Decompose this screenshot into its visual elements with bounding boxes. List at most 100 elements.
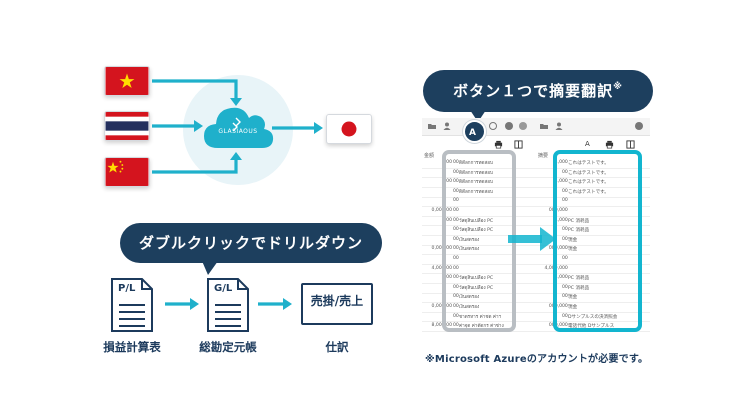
translate-icon: A bbox=[469, 128, 476, 138]
right-code: 00 bbox=[562, 284, 568, 290]
right-description: PC 消耗品 bbox=[568, 285, 590, 291]
right-column-header: 摘要 bbox=[538, 153, 549, 159]
original-text-highlight bbox=[442, 150, 516, 332]
right-description: これはテストです。 bbox=[568, 180, 609, 186]
azure-footnote: ※Microsoft Azureのアカウントが必要です。 bbox=[425, 354, 649, 365]
left-amount: 0,000,00 bbox=[431, 208, 452, 213]
gl-document-caption: 総勘定元帳 bbox=[199, 340, 257, 354]
left-code: 00 bbox=[453, 246, 459, 252]
journal-ledger-icon bbox=[301, 283, 373, 325]
right-code: 00 bbox=[562, 198, 568, 204]
right-amount: 1,0 bbox=[554, 217, 562, 223]
user-icon-right[interactable] bbox=[554, 121, 564, 131]
right-code: 00 bbox=[562, 265, 568, 271]
journal-ledger-label: 売掛/売上 bbox=[310, 294, 364, 308]
left-code: 00 bbox=[453, 208, 459, 213]
left-description: ดิตีลกการทดสอบ bbox=[459, 170, 493, 176]
left-amount: 1,00 bbox=[441, 179, 452, 185]
right-description: これはテストです。 bbox=[568, 161, 609, 166]
translate-arrow bbox=[508, 227, 556, 251]
left-column-header: 金額 bbox=[424, 153, 435, 159]
right-code: 00 bbox=[562, 169, 568, 175]
left-description: วัสดุสิ้นเปลือง PC bbox=[459, 285, 494, 291]
right-code: 00 bbox=[562, 227, 568, 233]
left-amount: 1,00 bbox=[441, 160, 452, 165]
left-description: ค่าจุด ค่าดัดกร ค่าช่าง bbox=[459, 324, 504, 330]
left-code: 00 bbox=[453, 188, 459, 194]
left-amount: 0,000,00 bbox=[431, 304, 452, 309]
left-amount: 0,000,00 bbox=[431, 246, 452, 252]
left-description: วัสดุสิ้นเปลือง PC bbox=[459, 228, 494, 234]
right-description: 電話代他 Dサンプルス bbox=[568, 324, 615, 330]
help-icon-right[interactable] bbox=[634, 121, 644, 131]
left-code: 00 bbox=[453, 217, 459, 223]
left-code: 00 bbox=[453, 304, 459, 309]
left-code: 00 bbox=[453, 284, 459, 290]
translate-icon-right[interactable]: A bbox=[585, 138, 595, 148]
left-description: ดิตีลกการทดสอบ bbox=[459, 180, 493, 186]
translated-text-highlight bbox=[553, 150, 642, 332]
drilldown-callout: ダブルクリックでドリルダウン bbox=[120, 223, 382, 263]
right-amount: 1,0 bbox=[554, 275, 562, 281]
left-code: 00 bbox=[453, 323, 459, 329]
product-logo-text: GLASIAOUS bbox=[218, 128, 258, 135]
left-description: ดิตีลกการทดสอบ bbox=[459, 189, 493, 195]
help-icon[interactable] bbox=[504, 121, 514, 131]
right-description: これはテストです。 bbox=[568, 189, 609, 195]
left-description: ชาดรหาร ค่าชด ค่าฯ bbox=[459, 314, 502, 320]
left-code: 00 bbox=[453, 236, 459, 242]
ledger-toolbar bbox=[422, 118, 650, 136]
translate-button[interactable]: A bbox=[463, 120, 486, 143]
folder-icon[interactable] bbox=[427, 121, 437, 131]
left-amount: 4,000,00 bbox=[431, 265, 452, 271]
left-code: 00 bbox=[453, 294, 459, 300]
right-amount: 1,0 bbox=[554, 160, 562, 165]
left-amount: 1,00 bbox=[441, 275, 452, 281]
columns-icon[interactable] bbox=[514, 140, 523, 149]
right-code: 00 bbox=[562, 275, 568, 281]
right-description: PC 消耗品 bbox=[568, 218, 590, 224]
left-code: 00 bbox=[453, 198, 459, 204]
left-description: เงินสดรอง bbox=[459, 237, 480, 243]
right-description: 現金 bbox=[568, 295, 578, 301]
translate-callout-mark: ※ bbox=[613, 82, 623, 92]
right-description: 現金 bbox=[568, 237, 578, 243]
left-code: 00 bbox=[453, 160, 459, 165]
left-amount: 1,00 bbox=[441, 217, 452, 223]
gl-document-icon bbox=[207, 278, 249, 332]
left-code: 00 bbox=[453, 313, 459, 319]
right-description: PC 消耗品 bbox=[568, 276, 590, 282]
right-description: PC 消耗品 bbox=[568, 228, 590, 234]
left-amount: 8,000,00 bbox=[431, 323, 452, 329]
right-code: 00 bbox=[562, 323, 568, 329]
user-icon[interactable] bbox=[442, 121, 452, 131]
ledger-row[interactable]: 00 00 bbox=[422, 196, 650, 208]
info-icon[interactable] bbox=[518, 121, 528, 131]
columns-icon-right[interactable] bbox=[626, 140, 635, 149]
print-icon-right[interactable] bbox=[605, 140, 614, 149]
folder-icon-right[interactable] bbox=[539, 121, 549, 131]
left-code: 00 bbox=[453, 256, 459, 261]
left-code: 00 bbox=[453, 275, 459, 281]
right-amount: 1,0 bbox=[554, 179, 562, 185]
right-description: Dサンプルスの決済照会 bbox=[568, 314, 618, 320]
cloud-icon bbox=[204, 107, 274, 148]
refresh-icon[interactable] bbox=[488, 121, 498, 131]
right-description: これはテストです。 bbox=[568, 170, 609, 176]
right-code: 00 bbox=[562, 313, 568, 319]
right-description: 現金 bbox=[568, 247, 578, 253]
vietnam-flag-icon bbox=[104, 66, 150, 96]
print-icon[interactable] bbox=[494, 140, 503, 149]
pl-document-icon bbox=[111, 278, 153, 332]
